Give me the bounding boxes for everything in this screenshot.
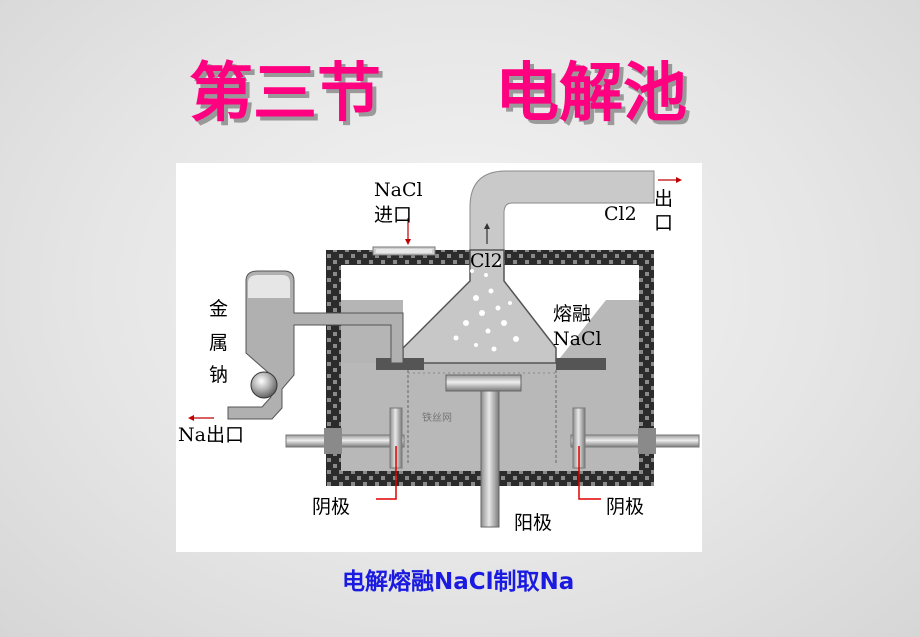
sodium-valve	[250, 371, 278, 399]
title-shadow-1: 第三节	[193, 60, 385, 135]
label-cathode-right: 阴极	[606, 496, 644, 518]
cathode-right-rod	[570, 434, 700, 448]
label-molten-2: NaCl	[553, 328, 602, 350]
label-cathode-left: 阴极	[312, 496, 350, 518]
label-metal-3: 钠	[209, 364, 228, 386]
slide-title: 第三节 电解池 第三节 电解池	[189, 56, 691, 135]
arrow-down-icon	[405, 218, 411, 245]
label-wire-mesh: 铁丝网	[422, 411, 452, 424]
diagram-caption: 电解熔融NaCl制取Na	[342, 569, 575, 595]
left-cover-plate	[376, 358, 424, 370]
title-part-1: 第三节	[189, 56, 381, 131]
title-part-2: 电解池	[495, 56, 687, 131]
label-metal-1: 金	[209, 298, 228, 320]
right-cover-plate	[556, 358, 606, 370]
label-na-outlet: Na出口	[178, 424, 244, 446]
anode-rod	[480, 390, 500, 528]
arrow-up-icon	[484, 223, 490, 244]
cl2-chimney	[469, 170, 655, 251]
label-anode: 阳极	[514, 512, 552, 534]
arrow-left-icon	[188, 415, 214, 421]
label-cl2-outlet-char1: 出	[654, 188, 673, 210]
label-metal-2: 属	[209, 332, 228, 354]
label-cl2-rising: Cl2	[470, 250, 503, 272]
chlorine-bubbles	[453, 261, 519, 352]
label-cl2-outlet-formula: Cl2	[604, 203, 637, 225]
arrow-right-icon	[658, 177, 682, 183]
label-nacl-inlet-2: 进口	[374, 204, 412, 226]
title-shadow-2: 电解池	[499, 60, 691, 135]
label-nacl-inlet-1: NaCl	[374, 179, 423, 201]
label-cl2-outlet-char2: 口	[654, 212, 673, 234]
cathode-left-rod	[285, 434, 405, 448]
electrolysis-diagram: NaCl 进口 Cl2 Cl2 出 口 熔融 NaCl 金 属 钠 Na出口 阴…	[176, 163, 702, 552]
electrolysis-cell-svg: NaCl 进口 Cl2 Cl2 出 口 熔融 NaCl 金 属 钠 Na出口 阴…	[178, 170, 700, 534]
anode-crossbar	[445, 374, 522, 392]
label-molten-1: 熔融	[553, 303, 591, 325]
